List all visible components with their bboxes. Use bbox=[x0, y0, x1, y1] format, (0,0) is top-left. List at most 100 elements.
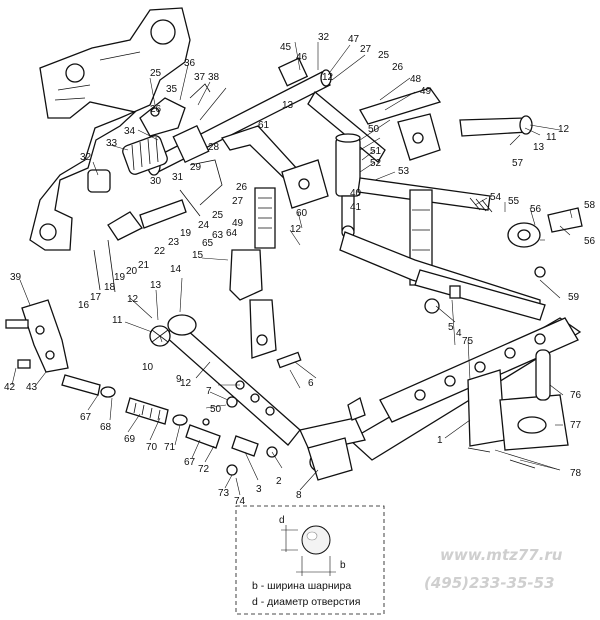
callout-30: 30 bbox=[150, 176, 162, 187]
callout-12d: 12 bbox=[558, 124, 570, 135]
callout-9: 9 bbox=[176, 374, 182, 385]
callout-69: 69 bbox=[124, 434, 136, 445]
callout-43: 43 bbox=[26, 382, 38, 393]
callout-72: 72 bbox=[198, 464, 210, 475]
callout-61: 61 bbox=[258, 120, 270, 131]
callout-56b: 56 bbox=[584, 236, 596, 247]
legend-line-diameter: d - диаметр отверстия bbox=[252, 596, 361, 608]
callout-65: 65 bbox=[202, 238, 214, 249]
callout-59: 59 bbox=[568, 292, 580, 303]
callout-34: 34 bbox=[124, 126, 136, 137]
callout-77: 77 bbox=[570, 420, 582, 431]
callout-28: 28 bbox=[208, 142, 220, 153]
callout-16: 16 bbox=[78, 300, 90, 311]
callout-39: 39 bbox=[10, 272, 22, 283]
hitch bbox=[467, 349, 569, 451]
callout-42: 42 bbox=[4, 382, 16, 393]
lift-arms bbox=[220, 87, 442, 185]
callout-12b: 12 bbox=[180, 378, 192, 389]
callout-45: 45 bbox=[280, 42, 292, 53]
upper-bracket bbox=[139, 83, 211, 137]
callout-25c: 25 bbox=[212, 210, 224, 221]
callout-47: 47 bbox=[348, 34, 360, 45]
callout-19b: 19 bbox=[180, 228, 192, 239]
lift-shaft bbox=[147, 57, 332, 176]
center-bracket bbox=[281, 159, 329, 209]
callout-labels: 1 2 3 4 5 6 7 8 9 10 11 11 12 12 12 12 1… bbox=[4, 32, 596, 507]
callout-74: 74 bbox=[234, 496, 246, 507]
callout-63: 63 bbox=[212, 230, 224, 241]
callout-21: 21 bbox=[138, 260, 150, 271]
callout-36: 36 bbox=[184, 58, 196, 69]
legend-inset: d b bbox=[235, 505, 385, 615]
callout-15: 15 bbox=[192, 250, 204, 261]
hydraulic-cylinder bbox=[335, 133, 361, 239]
callout-31: 31 bbox=[172, 172, 184, 183]
callout-26b: 26 bbox=[392, 62, 404, 73]
callout-76: 76 bbox=[570, 390, 582, 401]
callout-12: 12 bbox=[127, 294, 139, 305]
callout-1: 1 bbox=[437, 435, 443, 446]
callout-25: 25 bbox=[150, 68, 162, 79]
callout-2: 2 bbox=[276, 476, 282, 487]
callout-55: 55 bbox=[508, 196, 520, 207]
spring-pins bbox=[467, 447, 536, 469]
callout-70: 70 bbox=[146, 442, 158, 453]
callout-18: 18 bbox=[104, 282, 116, 293]
control-levers bbox=[93, 159, 223, 293]
callout-11: 11 bbox=[112, 315, 123, 326]
callout-3: 3 bbox=[256, 484, 262, 495]
callout-48: 48 bbox=[410, 74, 422, 85]
callout-24: 24 bbox=[198, 220, 210, 231]
callout-51: 51 bbox=[370, 146, 382, 157]
callout-67: 67 bbox=[80, 412, 92, 423]
callout-32: 32 bbox=[318, 32, 330, 43]
legend-symbol-b: b bbox=[340, 560, 346, 571]
top-link bbox=[357, 115, 533, 213]
callout-46: 46 bbox=[296, 52, 308, 63]
lower-link-right bbox=[414, 269, 546, 321]
callout-50: 50 bbox=[368, 124, 380, 135]
stabilizer-plate bbox=[5, 299, 69, 373]
rod-end bbox=[507, 207, 583, 248]
mounting-bracket bbox=[29, 7, 191, 251]
callout-5: 5 bbox=[448, 322, 454, 333]
callout-56: 56 bbox=[530, 204, 542, 215]
callout-11b: 11 bbox=[546, 132, 557, 143]
callout-20: 20 bbox=[126, 266, 138, 277]
callout-64: 64 bbox=[226, 228, 238, 239]
turnbuckle bbox=[61, 374, 221, 449]
callout-10: 10 bbox=[142, 362, 154, 373]
callout-57: 57 bbox=[512, 158, 524, 169]
callout-27: 27 bbox=[360, 44, 372, 55]
callout-78: 78 bbox=[570, 468, 582, 479]
callout-41: 41 bbox=[350, 202, 362, 213]
callout-58: 58 bbox=[584, 200, 596, 211]
callout-33: 33 bbox=[106, 138, 118, 149]
callout-53: 53 bbox=[398, 166, 410, 177]
callout-13c: 13 bbox=[533, 142, 545, 153]
callout-54: 54 bbox=[490, 192, 502, 203]
watermark-phone: (495)233-35-53 bbox=[424, 574, 555, 592]
callout-37: 37 bbox=[194, 72, 206, 83]
callout-12c: 12 bbox=[322, 72, 334, 83]
callout-50b: 50 bbox=[210, 404, 222, 415]
callout-67b: 67 bbox=[184, 457, 196, 468]
callout-52: 52 bbox=[370, 158, 382, 169]
callout-29: 29 bbox=[190, 162, 202, 173]
pins-and-bolts bbox=[226, 266, 546, 476]
callout-35: 35 bbox=[166, 84, 178, 95]
callout-49: 49 bbox=[420, 86, 432, 97]
callout-25b: 25 bbox=[378, 50, 390, 61]
callout-32b: 32 bbox=[80, 152, 92, 163]
callout-6: 6 bbox=[308, 378, 314, 389]
callout-13: 13 bbox=[150, 280, 162, 291]
callout-8: 8 bbox=[296, 490, 302, 501]
callout-73: 73 bbox=[218, 488, 230, 499]
callout-17: 17 bbox=[90, 292, 102, 303]
callout-12e: 12 bbox=[290, 224, 302, 235]
callout-14: 14 bbox=[170, 264, 182, 275]
callout-27b: 27 bbox=[232, 196, 244, 207]
watermark-site: www.mtz77.ru bbox=[440, 546, 563, 564]
